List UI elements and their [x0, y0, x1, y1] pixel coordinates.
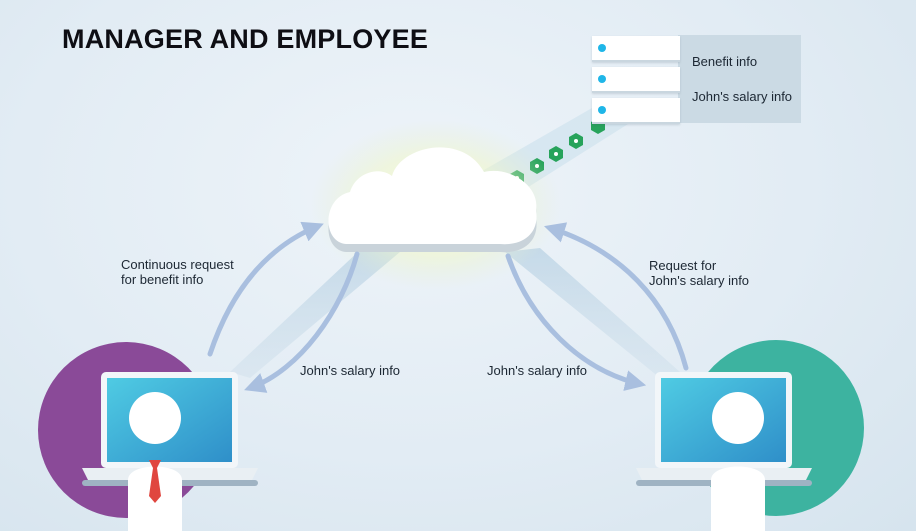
server-record-salary: John's salary info — [692, 89, 793, 104]
diagram-title: MANAGER AND EMPLOYEE — [62, 24, 429, 54]
label-left-request: Continuous request for benefit info — [121, 257, 234, 287]
arrow-right-response — [505, 253, 647, 391]
cloud-icon — [328, 147, 537, 253]
right-beam — [505, 248, 680, 378]
server-led-icon — [598, 75, 606, 83]
server-led-icon — [598, 44, 606, 52]
label-left-request-line2: for benefit info — [121, 272, 204, 287]
server-icon — [592, 36, 680, 62]
person-icon — [711, 392, 765, 531]
label-right-response: John's salary info — [487, 363, 588, 378]
server-icon — [592, 67, 680, 93]
arrow-right-request — [543, 222, 689, 371]
server-record-benefit: Benefit info — [692, 54, 758, 69]
left-beam — [230, 250, 400, 378]
label-right-request: Request for John's salary info — [649, 258, 749, 288]
label-right-request-line1: Request for — [649, 258, 717, 273]
label-left-request-line1: Continuous request — [121, 257, 234, 272]
tie-icon — [149, 460, 161, 503]
server-led-icon — [598, 106, 606, 114]
label-left-response: John's salary info — [300, 363, 401, 378]
label-right-request-line2: John's salary info — [649, 273, 750, 288]
arrow-left-response — [244, 251, 360, 393]
arrow-left-request — [207, 221, 324, 357]
server-icon — [592, 98, 680, 124]
server-info-panel — [678, 35, 801, 123]
